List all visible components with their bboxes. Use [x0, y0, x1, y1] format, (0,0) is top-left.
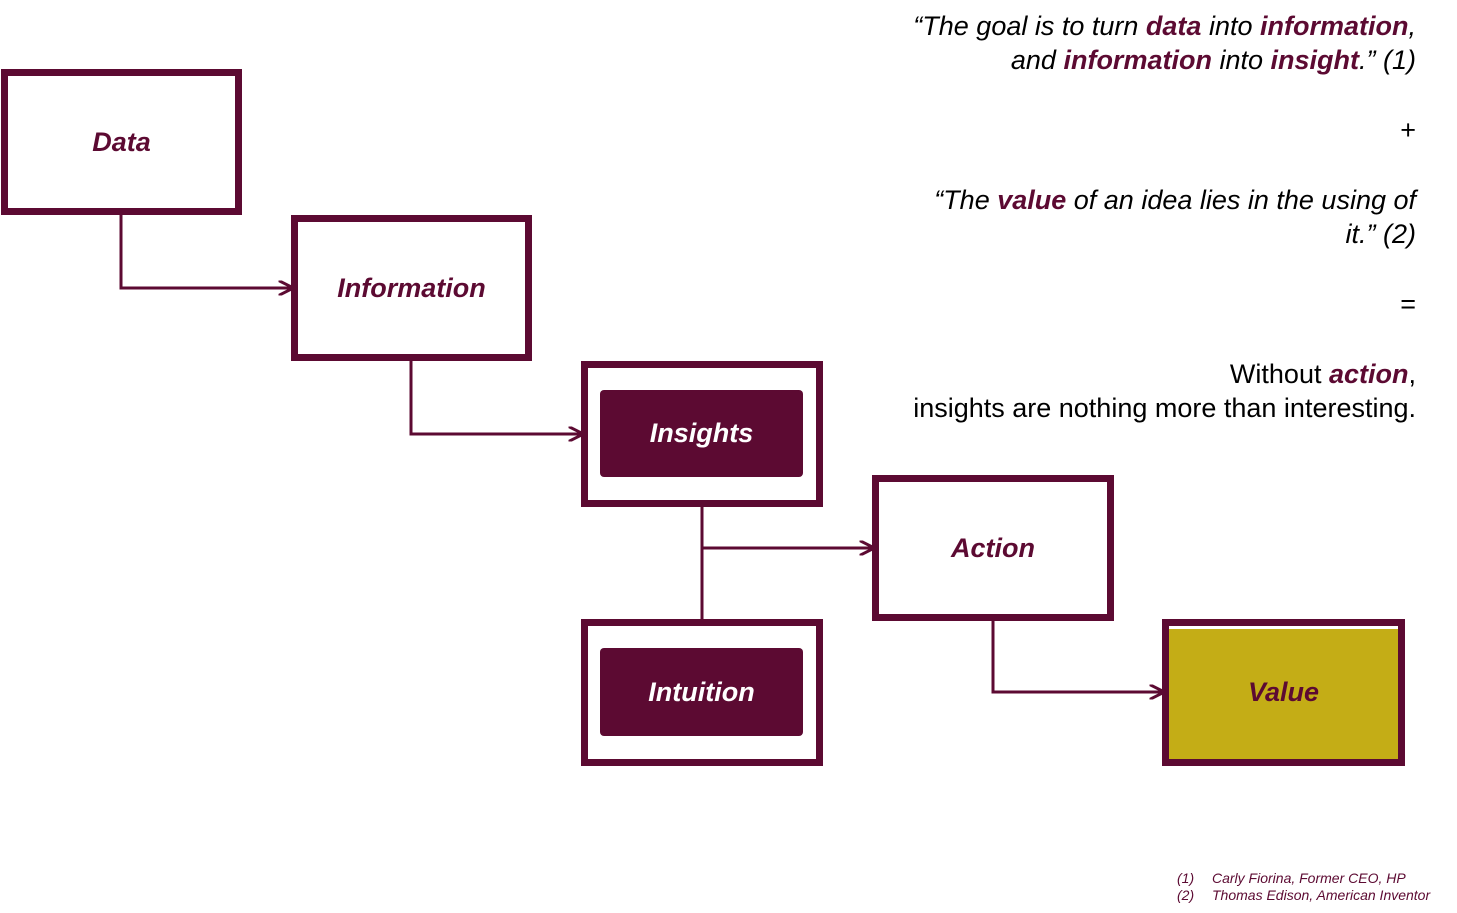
- footnotes: (1) Carly Fiorina, Former CEO, HP (2) Th…: [1177, 870, 1430, 904]
- equals-sign: =: [1400, 289, 1416, 319]
- value-box: Value: [1162, 619, 1405, 766]
- data-box: Data: [1, 69, 242, 215]
- information-label: Information: [337, 272, 486, 303]
- data-label: Data: [92, 126, 151, 157]
- intuition-box: Intuition: [581, 619, 823, 766]
- information-box: Information: [291, 215, 532, 361]
- arrow-data-to-information: [119, 214, 292, 288]
- intuition-label: Intuition: [648, 676, 755, 707]
- footnote-2: (2) Thomas Edison, American Inventor: [1177, 887, 1431, 903]
- quote-panel: “The goal is to turn data into informati…: [816, 9, 1416, 425]
- quote2-line2: it.” (2): [1345, 219, 1417, 249]
- quote1-line2: and information into insight.” (1): [1010, 45, 1416, 75]
- insights-label: Insights: [649, 418, 754, 448]
- quote2-line1: “The value of an idea lies in the using …: [934, 185, 1416, 215]
- footnote-1: (1) Carly Fiorina, Former CEO, HP: [1177, 870, 1406, 886]
- arrow-information-to-insights: [409, 358, 582, 434]
- value-label: Value: [1247, 677, 1320, 707]
- insights-inner: Insights: [600, 390, 803, 477]
- conclusion-line2: insights are nothing more than interesti…: [913, 393, 1416, 423]
- action-box: Action: [872, 475, 1114, 621]
- arrow-action-to-value: [991, 618, 1163, 692]
- conclusion-line1: Without action,: [1229, 359, 1416, 389]
- action-label: Action: [951, 532, 1035, 563]
- quote1-line1: “The goal is to turn data into informati…: [913, 11, 1416, 41]
- insights-box: Insights: [581, 361, 823, 507]
- plus-sign: +: [1400, 115, 1416, 145]
- intuition-inner: Intuition: [600, 648, 803, 736]
